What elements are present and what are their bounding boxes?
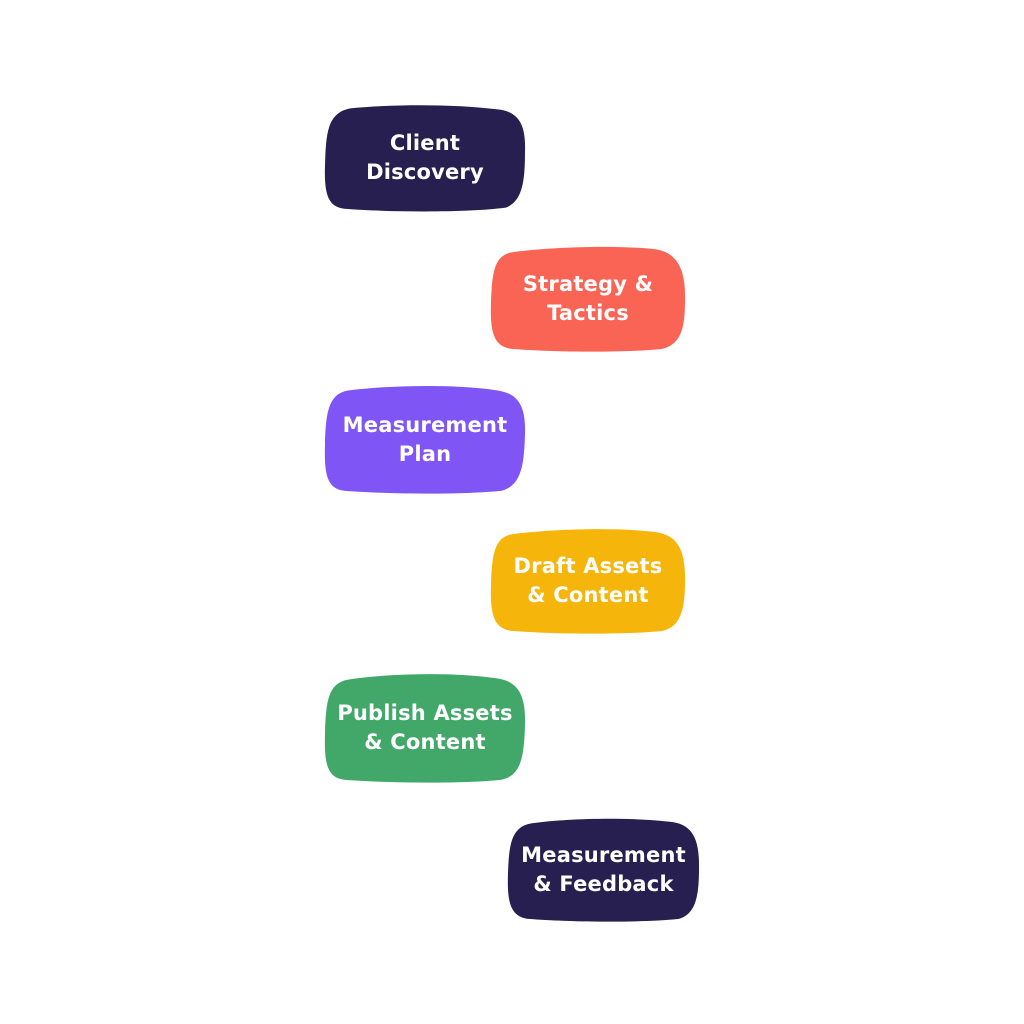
step-label: Strategy & Tactics — [490, 246, 686, 352]
step-label-line-2: Discovery — [366, 160, 484, 184]
step-label-line-1: Measurement — [521, 843, 686, 867]
step-label-line-1: Draft Assets — [513, 554, 663, 578]
step-label: Measurement & Feedback — [507, 818, 700, 922]
step-label: Client Discovery — [324, 104, 526, 212]
step-strategy-tactics: Strategy & Tactics — [490, 246, 686, 352]
step-label-line-2: & Content — [527, 583, 649, 607]
step-label: Draft Assets & Content — [490, 528, 686, 634]
blob-shape — [490, 246, 686, 352]
step-label-line-1: Publish Assets — [337, 701, 513, 725]
step-label-line-2: Plan — [398, 441, 452, 466]
step-label-line-2: Tactics — [547, 301, 629, 325]
step-measurement-plan: Measurement Plan — [324, 385, 526, 494]
blob-shape — [324, 385, 526, 494]
blob-shape — [324, 674, 526, 783]
step-label-line-2: & Content — [364, 730, 486, 754]
blob-shape — [324, 105, 526, 212]
step-publish-assets-content: Publish Assets & Content — [324, 673, 526, 783]
blob-shape — [507, 818, 700, 922]
blob-shape — [490, 529, 686, 634]
step-label-line-1: Client — [389, 131, 461, 155]
step-measurement-feedback: Measurement & Feedback — [507, 818, 700, 922]
step-label: Measurement Plan — [324, 385, 526, 494]
step-client-discovery: Client Discovery — [324, 104, 526, 212]
blob-fill — [324, 674, 526, 783]
blob-fill — [490, 529, 686, 634]
step-label: Publish Assets & Content — [324, 673, 526, 783]
blob-fill — [507, 818, 700, 922]
step-draft-assets-content: Draft Assets & Content — [490, 528, 686, 634]
step-label-line-2: & Feedback — [533, 872, 674, 896]
step-label-line-1: Measurement — [342, 412, 508, 437]
blob-fill — [324, 105, 526, 212]
blob-fill — [490, 246, 686, 352]
step-label-line-1: Strategy & — [522, 272, 654, 296]
blob-fill — [324, 385, 526, 494]
